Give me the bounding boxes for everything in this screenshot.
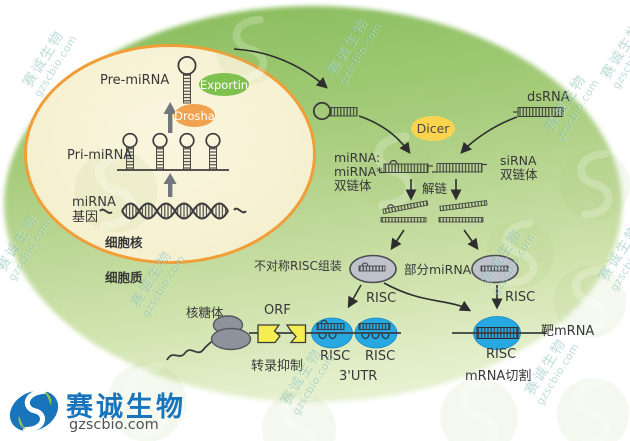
unwind-arrows	[405, 179, 462, 201]
risc-blue-oval-contents	[316, 320, 391, 340]
nuclear-export-arrow	[233, 48, 328, 89]
cytoplasm-label: 细胞质	[105, 270, 143, 285]
mirna-gene-label: miRNA 基因	[72, 195, 116, 225]
sirna-duplex-label: siRNA 双链体	[500, 154, 538, 182]
risc-bottom3-label: RISC	[486, 347, 517, 362]
partial-mirna-label: 部分miRNA	[404, 262, 472, 277]
target-mrna-label: 靶mRNA	[541, 324, 595, 339]
orf-boxes-icon	[257, 324, 307, 344]
pri-mirna-label: Pri-miRNA	[67, 148, 133, 163]
sirna-line1: siRNA	[500, 153, 537, 168]
exportin-badge: Exportin	[199, 73, 249, 96]
risc-mid-right-label: RISC	[505, 290, 536, 305]
risc-action-arrows	[347, 282, 503, 312]
mirna-gene-line1: miRNA	[72, 195, 116, 210]
logo-company-name: 赛诚生物	[66, 392, 186, 423]
ribosome-icon	[210, 315, 252, 351]
logo-domain: gzscbio.com	[69, 417, 159, 433]
pre-mirna-label: Pre-miRNA	[100, 73, 170, 88]
mrna-cleavage-label: mRNA切割	[465, 369, 532, 384]
nucleus-label: 细胞核	[105, 235, 143, 250]
drosha-badge: Drosha	[174, 104, 215, 127]
risc-complex-left-icon	[349, 254, 397, 284]
pre-mirna-hairpin-icon	[177, 56, 197, 104]
unwind-label: 解链	[422, 181, 448, 196]
mirna-mirna-star-duplex-icon	[379, 159, 433, 174]
nucleus-oval	[24, 44, 316, 264]
mirna-duplex-line1: miRNA:	[334, 150, 381, 165]
cleavage-duplex-icon	[476, 327, 519, 339]
dsrna-duplex-icon	[513, 107, 564, 117]
dicer-input-arrows	[358, 115, 518, 155]
mirna-duplex-label: miRNA: miRNA* 双链体	[334, 151, 383, 193]
asymmetric-risc-assembly-label: 不对称RISC组装	[254, 259, 342, 273]
risc-assembly-arrows	[390, 229, 479, 251]
mirna-gene-helix-icon	[99, 202, 247, 220]
risc-mid-left-label: RISC	[366, 291, 397, 306]
risc-bottom2-label: RISC	[365, 349, 396, 364]
risc-complex-right-icon	[471, 254, 519, 284]
mirna-gene-line2: 基因	[72, 209, 99, 225]
sirna-duplex-icon	[432, 163, 487, 173]
orf-label: ORF	[264, 303, 291, 318]
translation-repression-label: 转录抑制	[251, 359, 304, 374]
nucleus-up-arrows	[163, 102, 177, 197]
utr-label: 3'UTR	[339, 369, 378, 384]
dsrna-label: dsRNA	[527, 90, 570, 105]
ribosome-label: 核糖体	[186, 305, 224, 320]
risc-bottom1-label: RISC	[320, 349, 351, 364]
unwound-strands-icon	[380, 200, 488, 223]
dicer-badge: Dicer	[411, 116, 455, 141]
sirna-line2: 双链体	[500, 167, 538, 182]
pri-mirna-hairpins-icon	[117, 132, 229, 171]
cytoplasm-pre-mirna-hairpin-icon	[312, 101, 358, 121]
logo-swirl-icon	[9, 388, 59, 433]
company-logo: 赛诚生物 gzscbio.com	[6, 381, 236, 439]
mirna-duplex-line2: miRNA*	[334, 164, 383, 179]
mirna-duplex-line3: 双链体	[334, 178, 372, 193]
